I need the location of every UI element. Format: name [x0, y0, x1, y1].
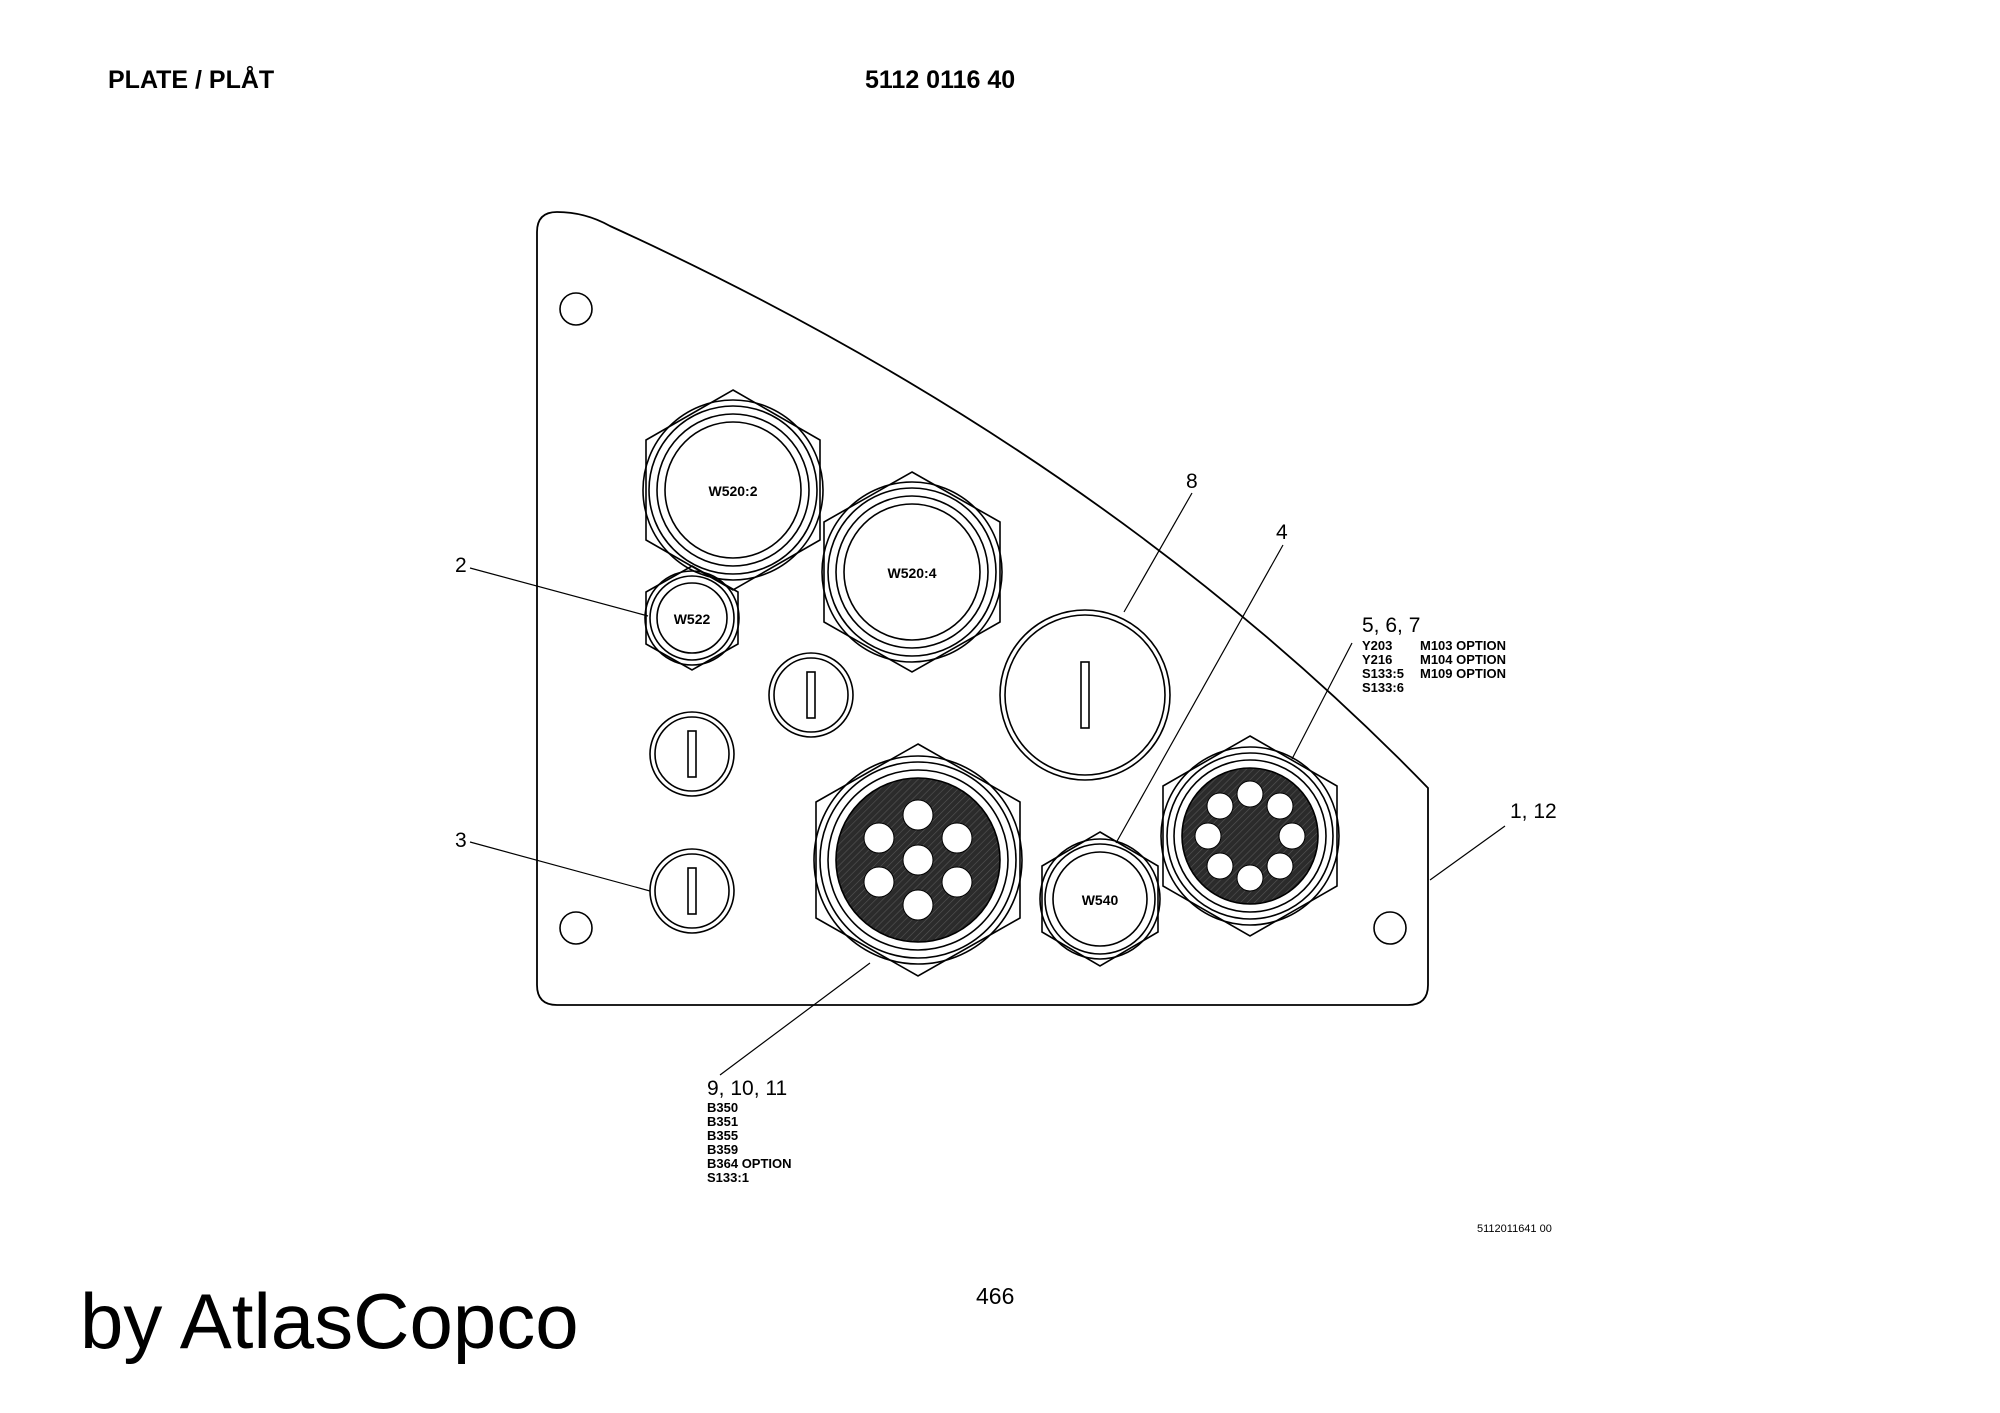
code-b364: B364 OPTION	[707, 1156, 792, 1171]
code-m103: M103 OPTION	[1420, 638, 1506, 653]
code-s133-1: S133:1	[707, 1170, 749, 1185]
label-w540: W540	[1082, 892, 1119, 908]
code-b350: B350	[707, 1100, 738, 1115]
code-b351: B351	[707, 1114, 738, 1129]
label-w520-4: W520:4	[887, 565, 936, 581]
callout-5-6-7: 5, 6, 7	[1362, 614, 1420, 637]
cable-gland-w520-2	[642, 389, 824, 591]
cable-gland-w520-4	[821, 471, 1003, 673]
cable-gland-w522	[644, 565, 740, 671]
mounting-hole	[1373, 911, 1407, 945]
multi-cable-gland-8	[1160, 735, 1340, 937]
code-s133-6: S133:6	[1362, 680, 1404, 695]
code-m109: M109 OPTION	[1420, 666, 1506, 681]
plate-outline	[536, 211, 1429, 1006]
cable-gland-w540	[1039, 831, 1161, 967]
label-w522: W522	[674, 611, 711, 627]
code-b355: B355	[707, 1128, 738, 1143]
callout-1-12: 1, 12	[1510, 800, 1557, 823]
page-number: 466	[976, 1283, 1015, 1309]
mounting-hole	[559, 292, 593, 326]
code-m104: M104 OPTION	[1420, 652, 1506, 667]
label-w520-2: W520:2	[708, 483, 757, 499]
code-y203: Y203	[1362, 638, 1392, 653]
callout-3: 3	[455, 829, 467, 852]
leader-lines	[469, 492, 1506, 1076]
callout-2: 2	[455, 554, 467, 577]
blind-plug-large	[999, 609, 1171, 781]
callout-8: 8	[1186, 470, 1198, 493]
code-s133-5: S133:5	[1362, 666, 1404, 681]
blind-plug	[768, 652, 854, 738]
callout-4: 4	[1276, 521, 1288, 544]
code-b359: B359	[707, 1142, 738, 1157]
brand-text: by AtlasCopco	[80, 1277, 579, 1365]
callout-9-10-11: 9, 10, 11	[707, 1077, 787, 1100]
blind-plug	[649, 848, 735, 934]
mounting-hole	[559, 911, 593, 945]
part-number: 5112 0116 40	[865, 66, 1016, 94]
page-title: PLATE / PLÅT	[108, 66, 275, 94]
blind-plug	[649, 711, 735, 797]
drawing-number: 5112011641 00	[1477, 1223, 1552, 1235]
code-y216: Y216	[1362, 652, 1392, 667]
multi-cable-gland-7	[813, 743, 1023, 977]
